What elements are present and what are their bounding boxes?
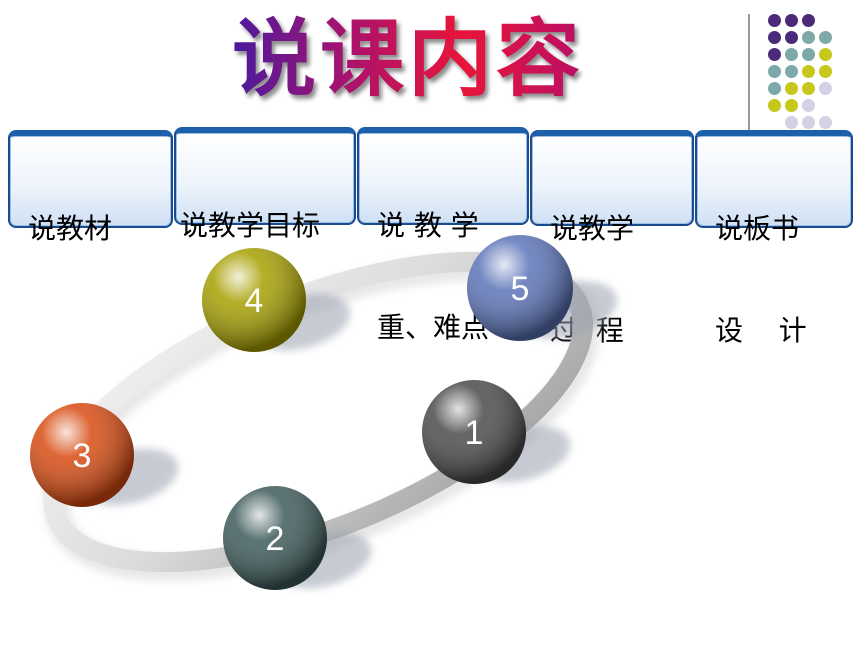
ball-highlight <box>202 248 306 352</box>
ball-highlight <box>223 486 327 590</box>
decorative-dot <box>768 14 781 27</box>
decorative-dot <box>802 82 815 95</box>
decorative-dot <box>802 116 815 129</box>
number-ball-5: 5 <box>467 235 618 341</box>
ball-number-label: 1 <box>465 414 484 452</box>
number-ball-1: 1 <box>422 380 571 484</box>
page-title: 说课内容 <box>232 4 652 114</box>
decorative-dot <box>785 48 798 61</box>
ball-highlight <box>30 403 134 507</box>
ball-number-label: 5 <box>511 270 530 308</box>
tab-label-line: 说板书 <box>715 212 800 245</box>
number-ball-2: 2 <box>223 486 372 590</box>
decorative-dot <box>785 31 798 44</box>
decorative-dot <box>802 48 815 61</box>
decorative-dot <box>785 14 798 27</box>
decorative-dot <box>785 99 798 112</box>
decorative-dot <box>785 116 798 129</box>
ball-highlight <box>467 235 573 341</box>
number-ball-4: 4 <box>202 248 351 352</box>
decorative-dot <box>785 82 798 95</box>
decorative-dot <box>768 82 781 95</box>
tab-teaching-material[interactable]: 说教材 <box>8 130 173 245</box>
decorative-dot <box>819 116 832 129</box>
decorative-dot <box>802 99 815 112</box>
decorative-dot <box>819 65 832 78</box>
decorative-dot <box>802 65 815 78</box>
decorative-dot <box>802 31 815 44</box>
tab-label-line: 设 计 <box>715 314 807 347</box>
tab-blackboard-design[interactable]: 说板书 设 计 <box>695 130 853 347</box>
tab-label-line: 说教学目标 <box>180 209 321 242</box>
ball-number-label: 2 <box>266 520 285 558</box>
decorative-dot <box>785 65 798 78</box>
tab-label-line: 说教学 <box>550 212 635 245</box>
tab-label-line: 重、难点 <box>377 311 490 344</box>
decorative-dot <box>768 99 781 112</box>
decorative-dot <box>768 31 781 44</box>
tab-teaching-goals[interactable]: 说教学目标 <box>174 127 356 242</box>
ball-number-label: 3 <box>73 437 92 475</box>
decorative-dot <box>768 65 781 78</box>
divider-line <box>748 14 750 132</box>
decorative-dot <box>768 48 781 61</box>
number-ball-3: 3 <box>30 403 179 507</box>
tab-key-difficult-points[interactable]: 说 教 学 重、难点 <box>357 127 529 344</box>
decorative-dot <box>819 48 832 61</box>
decorative-dot <box>819 82 832 95</box>
tab-label-line: 说 教 学 <box>377 209 479 242</box>
ball-number-label: 4 <box>245 282 264 320</box>
decorative-dot <box>819 31 832 44</box>
tab-label-line: 说教材 <box>28 212 113 245</box>
ball-highlight <box>422 380 526 484</box>
decorative-dot <box>802 14 815 27</box>
